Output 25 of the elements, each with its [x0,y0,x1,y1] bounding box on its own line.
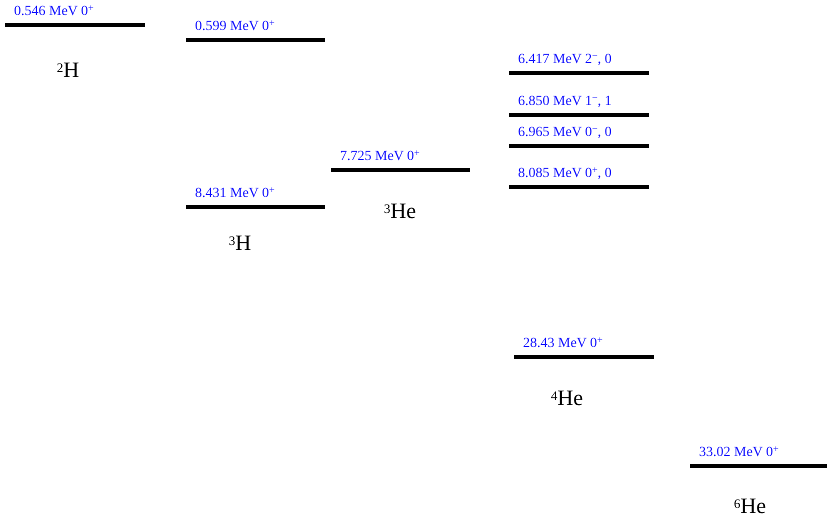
energy-label: 0.546 MeV 0$^{+}$ [14,4,94,20]
energy-level-line [186,18,325,42]
energy-level-line [509,124,649,148]
energy-label: 8.431 MeV 0$^{+}$ [195,186,275,202]
energy-level-line [509,165,649,189]
energy-label: 6.417 MeV 2$^{−}$, 0 [518,52,612,68]
nucleus-label: $^{2}$H [56,58,80,82]
energy-level-line [509,93,649,117]
energy-level-line [331,148,470,172]
nucleus-label: $^{3}$He [384,199,416,223]
energy-label: 6.965 MeV 0$^{−}$, 0 [518,125,612,141]
energy-level-line [514,335,654,359]
energy-level-line [690,444,827,468]
energy-label: 7.725 MeV 0$^{+}$ [340,149,420,165]
energy-label: 33.02 MeV 0$^{+}$ [699,445,779,461]
nucleus-label: $^{6}$He [734,494,766,517]
energy-level-line [186,185,325,209]
nucleus-label: $^{4}$He [550,386,584,410]
energy-label: 0.599 MeV 0$^{+}$ [195,19,275,35]
energy-label: 6.850 MeV 1$^{−}$, 1 [518,94,612,110]
energy-level-line [5,3,145,27]
energy-level-line [509,51,649,75]
nucleus-label: $^{3}$H [228,231,252,255]
energy-label: 8.085 MeV 0$^{+}$, 0 [518,166,612,182]
energy-label: 28.43 MeV 0$^{+}$ [523,336,603,352]
